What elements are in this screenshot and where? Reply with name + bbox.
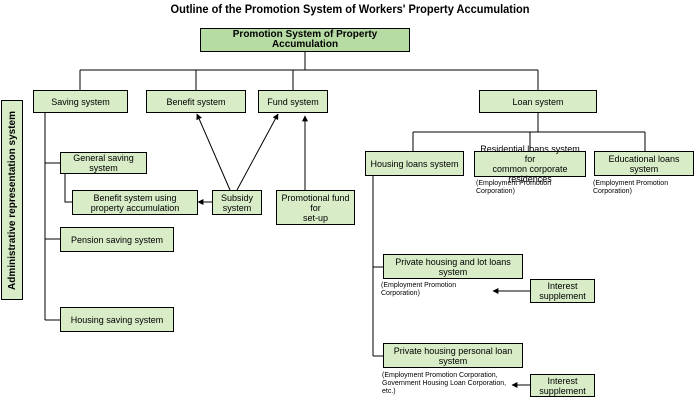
diagram-title: Outline of the Promotion System of Worke…: [170, 2, 530, 16]
residential-loans-node: Residential loans system for common corp…: [474, 144, 586, 184]
residential-note: (Employment Promotion Corporation): [476, 180, 552, 195]
saving-system-node: Saving system: [33, 90, 128, 113]
educational-loans-node: Educational loans system: [594, 151, 694, 176]
benefit-using-property-node: Benefit system using property accumulati…: [72, 190, 198, 215]
private-housing-personal-node: Private housing personal loan system: [383, 343, 523, 368]
housing-saving-node: Housing saving system: [60, 307, 174, 332]
educational-note: (Employment Promotion Corporation): [593, 180, 669, 195]
interest-supplement-2: Interest supplement: [530, 374, 595, 397]
housing-loans-node: Housing loans system: [365, 151, 464, 176]
line-general-to-benefit-using: [64, 174, 72, 203]
private-lot-note: (Employment Promotion Corporation): [381, 282, 457, 297]
arrow-subsidy-to-benefit: [196, 113, 231, 191]
subsidy-system-node: Subsidy system: [212, 190, 262, 215]
fund-system-node: Fund system: [258, 90, 328, 113]
pension-saving-node: Pension saving system: [60, 227, 174, 252]
arrow-subsidy-to-fund: [236, 113, 279, 191]
general-saving-node: General saving system: [60, 152, 147, 174]
side-label-box: Administrative representation system: [1, 100, 23, 300]
root-node: Promotion System of Property Accumulatio…: [200, 28, 410, 52]
private-housing-lot-node: Private housing and lot loans system: [383, 254, 523, 279]
promotional-fund-node: Promotional fund for set-up: [276, 190, 355, 225]
side-label: Administrative representation system: [6, 110, 18, 290]
loan-system-node: Loan system: [479, 90, 597, 113]
benefit-system-node: Benefit system: [146, 90, 246, 113]
interest-supplement-1: Interest supplement: [530, 279, 595, 303]
private-personal-note: (Employment Promotion Corporation, Gover…: [382, 372, 507, 395]
